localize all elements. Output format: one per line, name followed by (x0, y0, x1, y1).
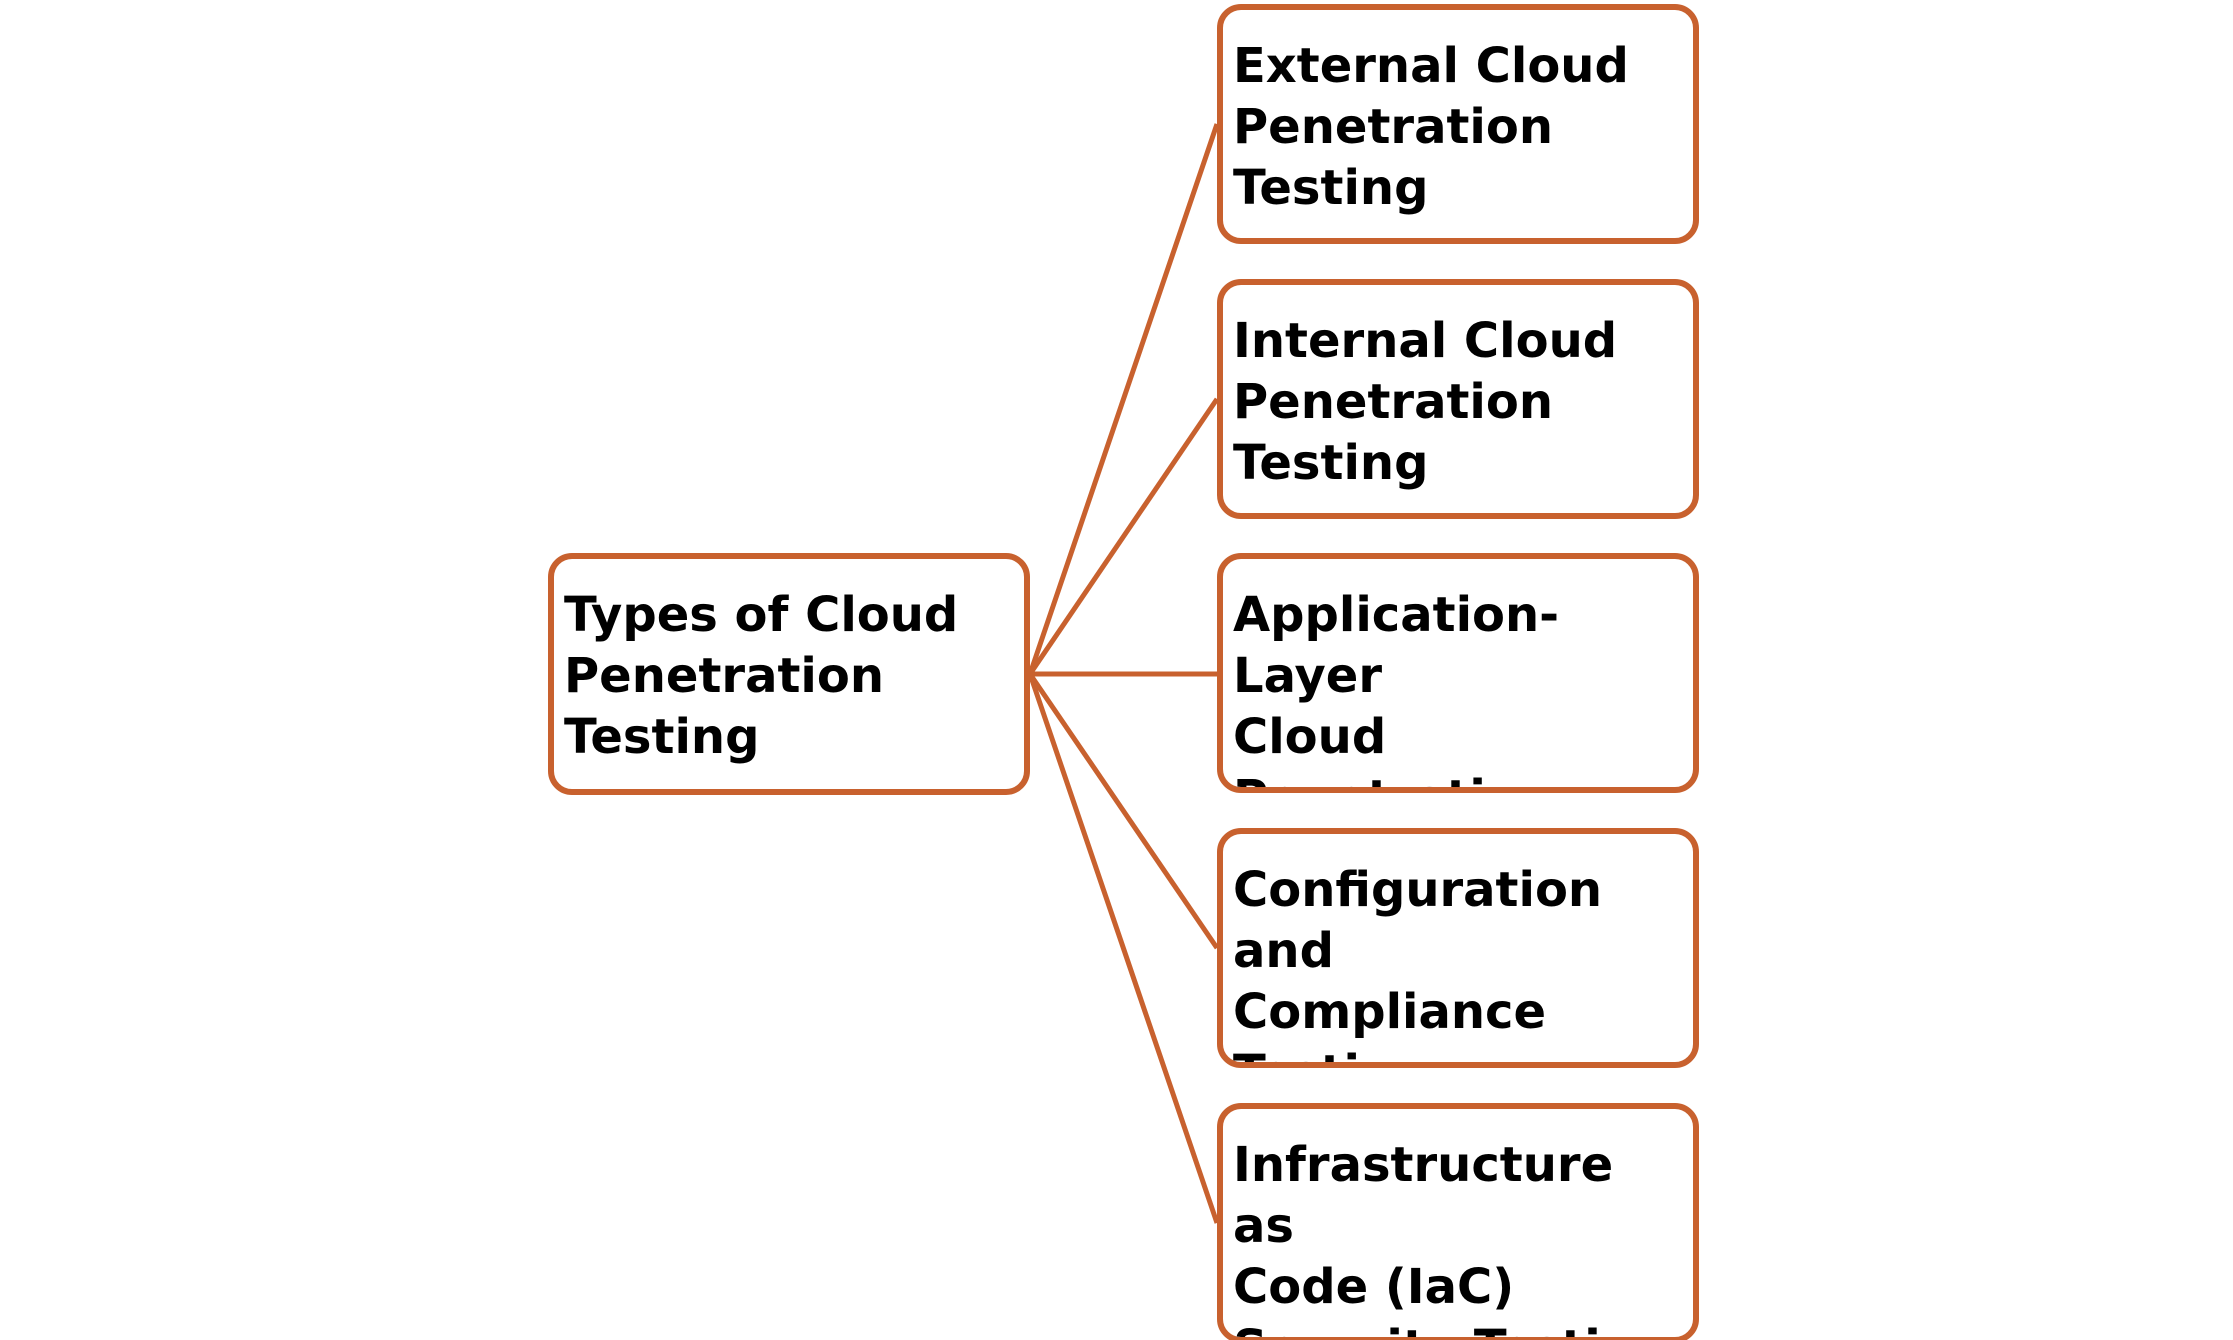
connector-root-to-configuration (1027, 672, 1220, 950)
connector-root-to-internal (1027, 397, 1220, 676)
child-node-application-layer-cloud-penetration-testing: Application-Layer Cloud Penetration Test… (1217, 553, 1699, 793)
child-node-label: Internal Cloud Penetration Testing (1233, 313, 1618, 491)
child-node-label: Configuration and Compliance Testing (1233, 862, 1603, 1062)
child-node-iac-security-testing: Infrastructure as Code (IaC) Security Te… (1217, 1103, 1699, 1340)
connector-root-to-iac (1027, 673, 1220, 1224)
root-node-label: Types of Cloud Penetration Testing (564, 587, 959, 765)
child-node-configuration-and-compliance-testing: Configuration and Compliance Testing (1217, 828, 1699, 1068)
child-node-label: Infrastructure as Code (IaC) Security Te… (1233, 1137, 1669, 1337)
child-node-internal-cloud-penetration-testing: Internal Cloud Penetration Testing (1217, 279, 1699, 519)
child-node-label: Application-Layer Cloud Penetration Test… (1233, 587, 1560, 787)
child-node-label: External Cloud Penetration Testing (1233, 38, 1629, 216)
child-node-external-cloud-penetration-testing: External Cloud Penetration Testing (1217, 4, 1699, 244)
connector-root-to-external (1027, 123, 1220, 675)
root-node-types-of-cloud-penetration-testing: Types of Cloud Penetration Testing (548, 553, 1030, 795)
